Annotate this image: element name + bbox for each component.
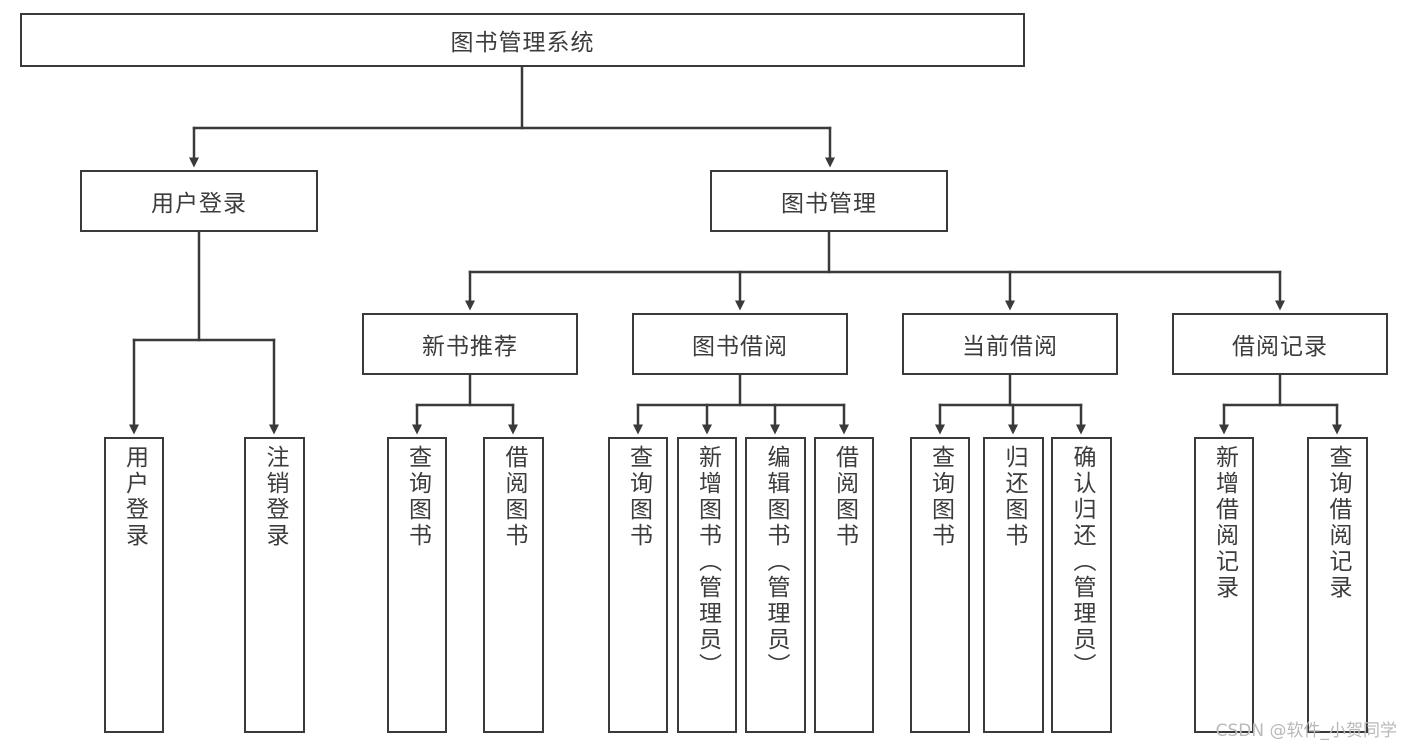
node-leaf-user-login[interactable]: 用户登录 bbox=[104, 437, 164, 733]
node-leaf-borrow-book-rec[interactable]: 借阅图书 bbox=[483, 437, 544, 733]
node-leaf-edit-book[interactable]: 编辑图书（管理员） bbox=[745, 437, 806, 733]
node-leaf-query-record[interactable]: 查询借阅记录 bbox=[1307, 437, 1368, 733]
node-leaf-query-book-cur[interactable]: 查询图书 bbox=[910, 437, 970, 733]
node-root[interactable]: 图书管理系统 bbox=[20, 13, 1025, 67]
node-new-book-rec[interactable]: 新书推荐 bbox=[362, 313, 578, 375]
node-book-borrow[interactable]: 图书借阅 bbox=[632, 313, 848, 375]
node-label: 借阅记录 bbox=[1232, 334, 1328, 360]
node-book-manage[interactable]: 图书管理 bbox=[710, 170, 948, 232]
node-leaf-add-record[interactable]: 新增借阅记录 bbox=[1194, 437, 1254, 733]
node-label: 新增借阅记录 bbox=[1211, 445, 1238, 601]
node-label: 查询图书 bbox=[625, 445, 652, 549]
node-label: 图书管理系统 bbox=[450, 30, 595, 56]
node-label: 查询图书 bbox=[404, 445, 431, 549]
node-leaf-query-book-rec[interactable]: 查询图书 bbox=[387, 437, 447, 733]
node-label: 图书管理 bbox=[781, 191, 877, 217]
node-label: 注销登录 bbox=[262, 445, 288, 549]
node-label: 查询借阅记录 bbox=[1325, 445, 1351, 601]
node-current-borrow[interactable]: 当前借阅 bbox=[902, 313, 1118, 375]
node-label: 新增图书（管理员） bbox=[694, 445, 721, 679]
node-leaf-confirm-return[interactable]: 确认归还（管理员） bbox=[1051, 437, 1112, 733]
node-user-login[interactable]: 用户登录 bbox=[80, 170, 318, 232]
node-label: 新书推荐 bbox=[422, 334, 518, 360]
node-label: 图书借阅 bbox=[692, 334, 788, 360]
node-label: 查询图书 bbox=[927, 445, 954, 549]
node-label: 用户登录 bbox=[151, 191, 247, 217]
node-label: 确认归还（管理员） bbox=[1069, 445, 1095, 679]
watermark: CSDN @软件_小贺同学 bbox=[1215, 721, 1397, 741]
node-leaf-add-book[interactable]: 新增图书（管理员） bbox=[677, 437, 737, 733]
node-leaf-borrow-book[interactable]: 借阅图书 bbox=[814, 437, 874, 733]
node-label: 借阅图书 bbox=[831, 445, 858, 549]
node-label: 编辑图书（管理员） bbox=[763, 445, 789, 679]
node-label: 当前借阅 bbox=[962, 334, 1058, 360]
node-label: 归还图书 bbox=[1001, 445, 1027, 549]
node-leaf-logout[interactable]: 注销登录 bbox=[244, 437, 305, 733]
node-leaf-query-book[interactable]: 查询图书 bbox=[608, 437, 668, 733]
node-leaf-return-book[interactable]: 归还图书 bbox=[983, 437, 1044, 733]
node-borrow-record[interactable]: 借阅记录 bbox=[1172, 313, 1388, 375]
node-label: 借阅图书 bbox=[501, 445, 527, 549]
node-label: 用户登录 bbox=[121, 445, 148, 549]
